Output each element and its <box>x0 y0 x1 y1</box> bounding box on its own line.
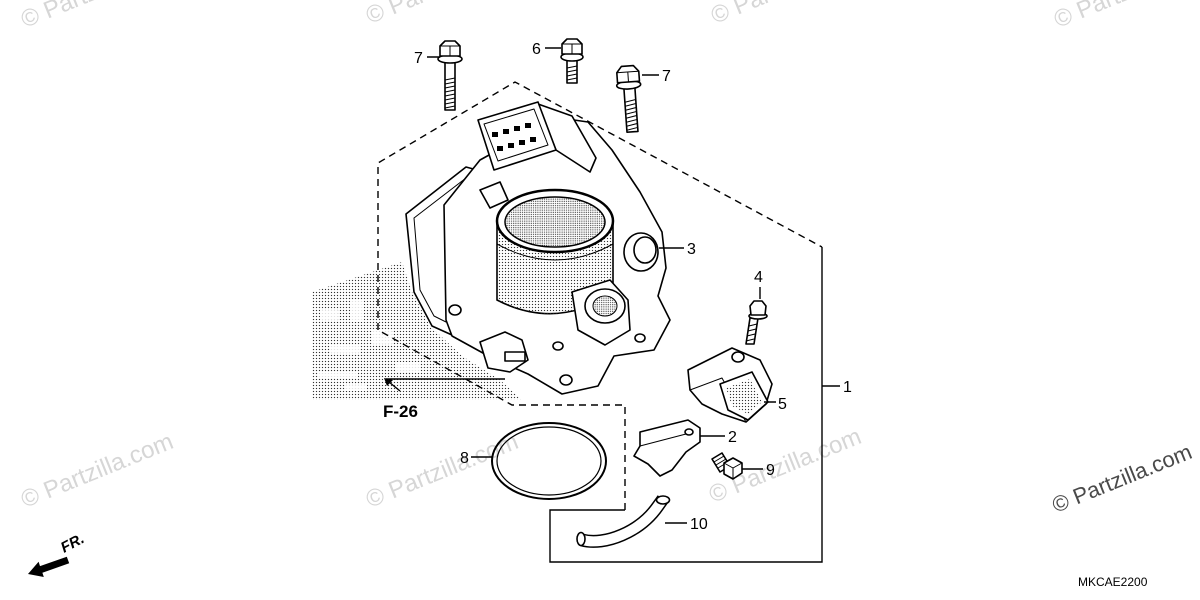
sensor-boss-cap <box>633 236 657 264</box>
callout-label[interactable]: 7 <box>662 68 671 85</box>
callout-label[interactable]: 3 <box>687 241 696 258</box>
hose-body <box>580 496 668 547</box>
bolt-left <box>437 40 463 111</box>
electrical-connector <box>477 101 557 171</box>
bore-band <box>496 243 614 261</box>
sensor-mount-hole <box>731 351 745 363</box>
watermark: © Partzilla.com <box>1050 0 1200 34</box>
callout-label[interactable]: 7 <box>414 50 423 67</box>
bolt-hole <box>552 341 564 351</box>
bolt-center <box>560 38 584 84</box>
o-ring-outer <box>491 422 607 500</box>
callout-label[interactable]: 5 <box>778 396 787 413</box>
watermark: © Partzilla.com <box>17 428 177 514</box>
bracket-plate <box>633 419 701 477</box>
callouts: 7 6 7 3 4 5 1 2 9 8 10 <box>414 41 852 533</box>
assembly-outline-solid <box>549 247 823 563</box>
connector-socket <box>483 108 549 162</box>
reference-label: F-26 <box>383 402 418 421</box>
assembly-outline-dashed-bottom <box>377 329 626 510</box>
sensor-screw <box>745 300 768 345</box>
watermark: © Partzilla.com <box>17 0 177 34</box>
watermark: © Partzilla.com <box>362 428 522 514</box>
callout-label[interactable]: 9 <box>766 462 775 479</box>
bolt-hex-edge <box>440 45 460 56</box>
o-ring <box>491 422 607 500</box>
bolt-hex-edge <box>616 70 639 83</box>
stipple-shadow-area <box>312 262 522 400</box>
hose-end <box>655 495 671 505</box>
bolt-hole <box>559 374 573 386</box>
top-fitting <box>479 181 509 209</box>
side-port-opening <box>592 295 618 317</box>
sensor <box>687 347 773 423</box>
callout-label[interactable]: 6 <box>532 41 541 58</box>
callout-label[interactable]: 10 <box>690 516 708 533</box>
throttle-body <box>405 101 671 395</box>
callout-label[interactable]: 4 <box>754 269 763 286</box>
reference-pointer: F-26 <box>383 378 505 421</box>
diagram-code: MKCAE2200 <box>1078 575 1148 589</box>
assembly-outline <box>377 81 823 563</box>
bore-opening <box>504 196 606 248</box>
screw-head <box>749 300 767 316</box>
front-indicator: FR. <box>28 530 87 577</box>
bracket <box>633 419 701 477</box>
o-ring-inner <box>496 426 602 496</box>
screw-head-edge <box>723 462 743 479</box>
bracket-hole <box>684 428 694 436</box>
watermark: © Partzilla.com <box>707 0 867 30</box>
bolt-hole <box>634 333 646 343</box>
front-label: FR. <box>58 530 87 556</box>
screw-thread <box>745 323 758 342</box>
bracket-screw <box>711 452 743 480</box>
hose <box>576 495 671 548</box>
watermark-dark: © Partzilla.com <box>1049 439 1196 518</box>
stipple-shadow <box>312 262 522 400</box>
front-arrow-icon <box>28 556 70 577</box>
connector-pins <box>492 123 536 151</box>
bolt-thread <box>444 77 456 109</box>
callout-label[interactable]: 1 <box>843 379 852 396</box>
assembly-outline-dashed-top <box>377 81 823 330</box>
bolt-thread <box>566 65 578 81</box>
bolt-right <box>615 64 642 134</box>
bolt-hex-edge <box>562 43 582 54</box>
bracket-fold <box>639 433 687 447</box>
lower-fitting <box>479 331 529 373</box>
callout-leader-lines <box>427 47 840 524</box>
callout-label[interactable]: 2 <box>728 429 737 446</box>
reference-arrow-shaft <box>388 381 401 392</box>
bolt-thread <box>624 99 638 131</box>
hose-end <box>576 531 586 547</box>
reference-arrow-head-icon <box>384 378 393 386</box>
watermark: © Partzilla.com <box>362 0 522 30</box>
callout-label[interactable]: 8 <box>460 450 469 467</box>
lower-nipple <box>504 351 526 362</box>
sensor-connector-socket <box>726 379 762 414</box>
stipple-highlights <box>318 300 420 391</box>
bolt-hole <box>448 304 462 316</box>
